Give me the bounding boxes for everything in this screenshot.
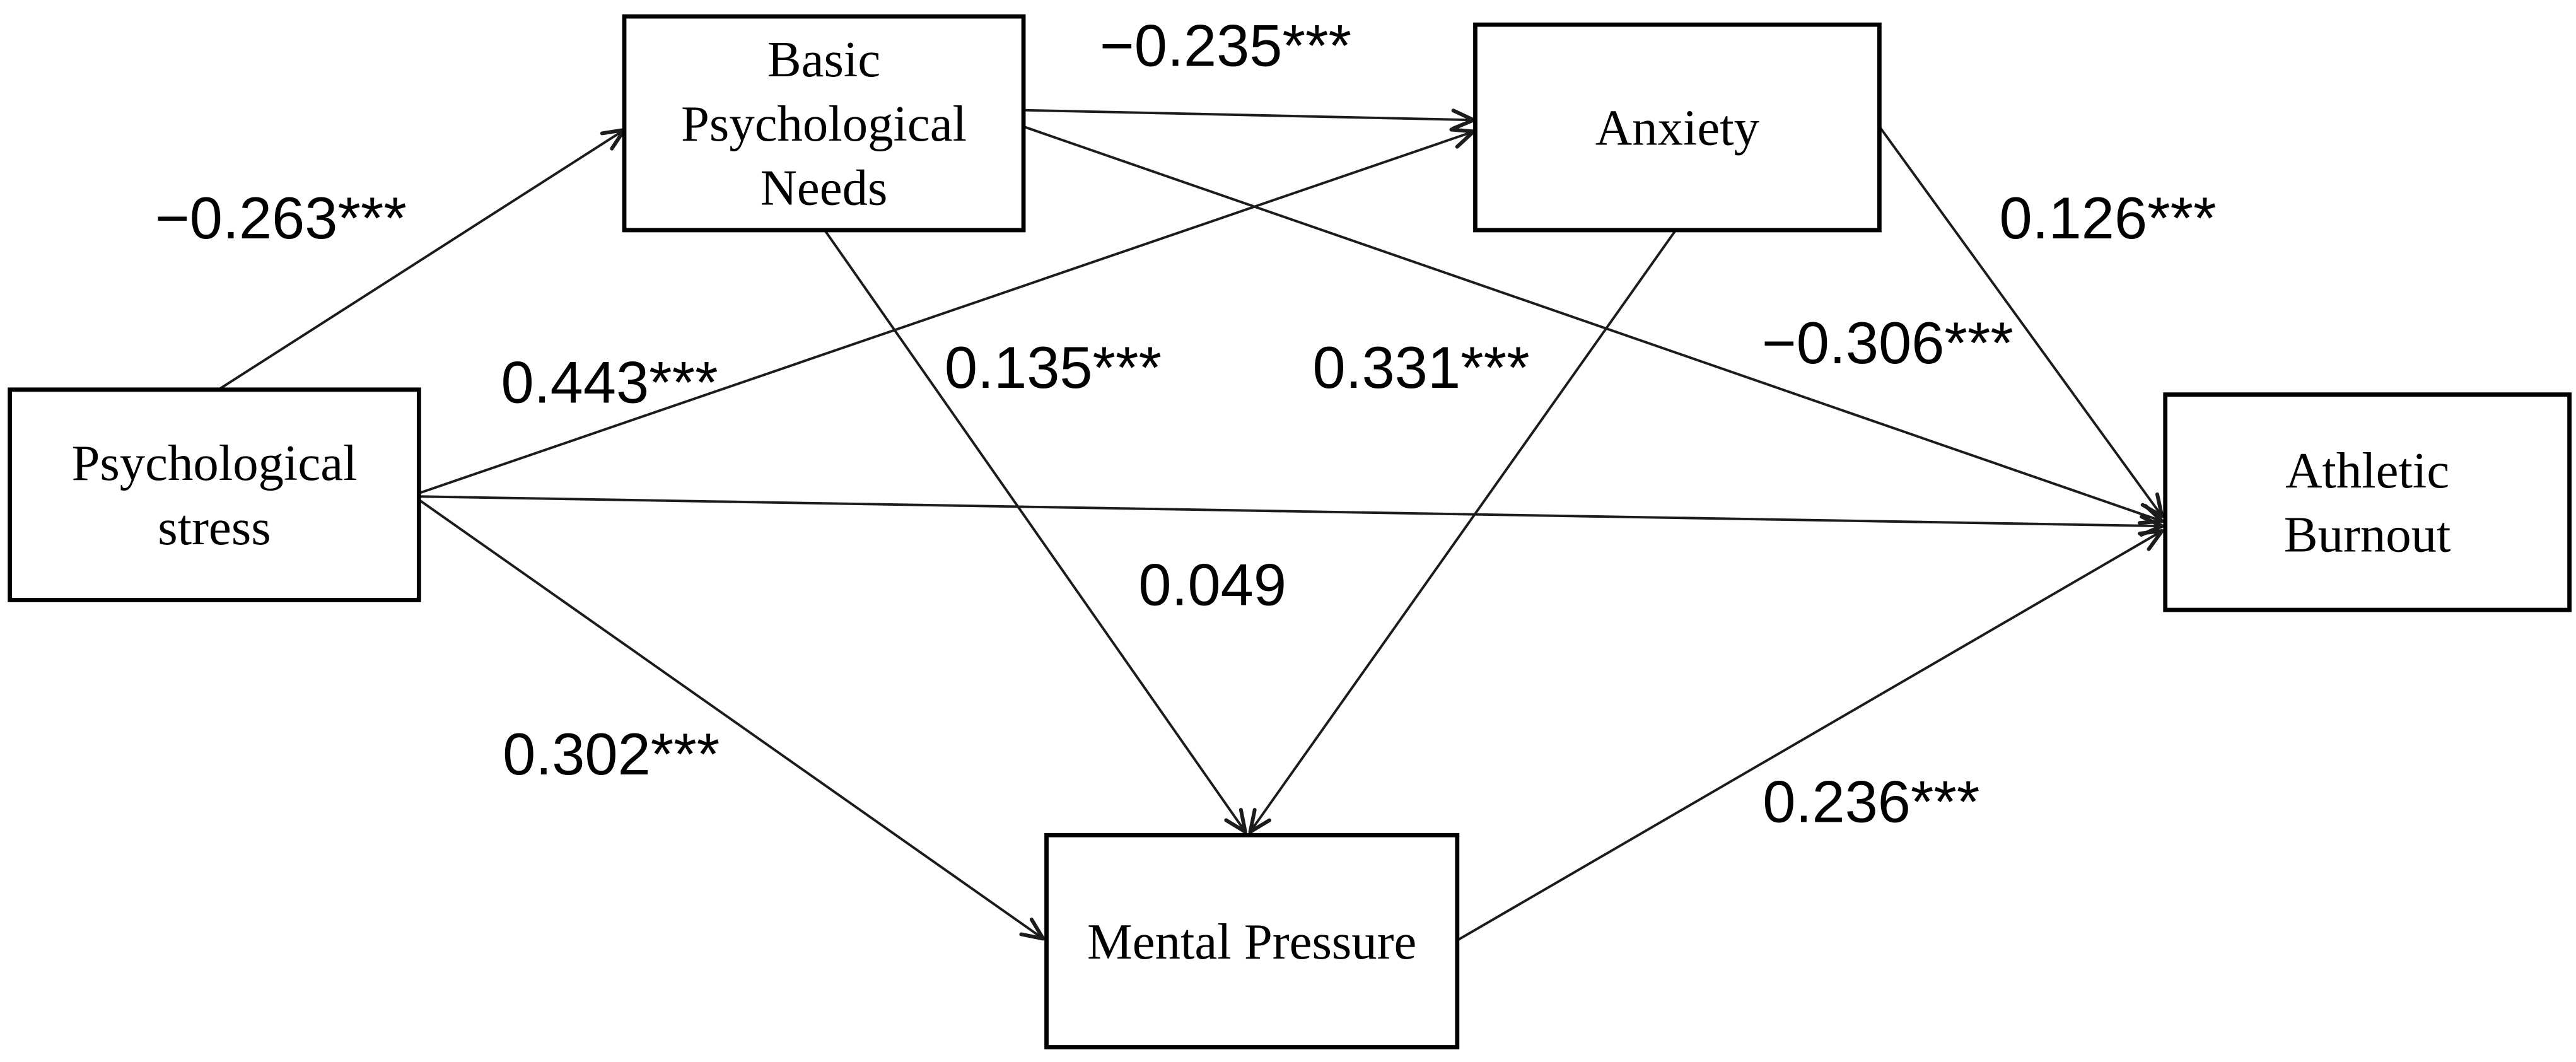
node-basic-psychological-needs-box <box>622 14 1026 233</box>
edge-psychological-stress-to-athletic-burnout-line <box>419 495 2164 537</box>
node-athletic-burnout-box <box>2163 392 2572 612</box>
node-athletic-burnout-label-line-0: Athletic <box>2285 443 2449 499</box>
node-mental-pressure: Mental Pressure <box>1044 832 1460 1049</box>
edge-basic-psychological-needs-to-anxiety-coefficient: −0.235*** <box>1100 12 1351 78</box>
node-psychological-stress-label: Psychological stress <box>71 435 357 556</box>
node-anxiety-label-line-0: Anxiety <box>1595 100 1760 156</box>
edge-basic-psychological-needs-to-athletic-burnout-line <box>1023 125 2164 525</box>
node-psychological-stress: Psychological stress <box>8 387 421 602</box>
edge-psychological-stress-to-basic-psychological-needs-line <box>218 127 626 391</box>
edge-psychological-stress-to-mental-pressure-line <box>418 498 1046 941</box>
edge-psychological-stress-to-anxiety-coefficient: 0.443*** <box>501 349 718 416</box>
edge-mental-pressure-to-athletic-burnout-line <box>1456 529 2164 942</box>
node-mental-pressure-box <box>1044 832 1460 1049</box>
edge-psychological-stress-to-anxiety-line <box>418 127 1476 494</box>
edge-anxiety-to-athletic-burnout-line <box>1878 125 2164 518</box>
node-basic-psychological-needs-label-line-0: Basic <box>767 32 880 88</box>
node-athletic-burnout-label-line-1: Burnout <box>2284 507 2451 563</box>
node-basic-psychological-needs-label-line-2: Needs <box>761 160 888 216</box>
node-basic-psychological-needs-label-line-1: Psychological <box>681 96 967 152</box>
edges-layer <box>218 108 2164 942</box>
node-anxiety: Anxiety <box>1473 22 1882 233</box>
node-anxiety-box <box>1473 22 1882 233</box>
edge-psychological-stress-to-athletic-burnout-coefficient: 0.049 <box>1138 551 1286 617</box>
edge-basic-psychological-needs-to-anxiety-line <box>1023 108 1476 131</box>
node-anxiety-label: Anxiety <box>1595 100 1760 156</box>
edge-psychological-stress-to-mental-pressure-coefficient: 0.302*** <box>503 721 720 787</box>
node-mental-pressure-label: Mental Pressure <box>1087 914 1416 970</box>
edge-anxiety-to-athletic-burnout-coefficient: 0.126*** <box>1999 185 2216 251</box>
edge-basic-psychological-needs-to-mental-pressure-line <box>824 229 1247 834</box>
node-mental-pressure-label-line-0: Mental Pressure <box>1087 914 1416 970</box>
edge-mental-pressure-to-athletic-burnout-coefficient: 0.236*** <box>1763 768 1979 834</box>
edge-basic-psychological-needs-to-athletic-burnout-coefficient: −0.306*** <box>1762 310 2014 376</box>
node-psychological-stress-label-line-1: stress <box>158 499 271 556</box>
edge-basic-psychological-needs-to-mental-pressure-coefficient: 0.135*** <box>945 334 1162 400</box>
edge-psychological-stress-to-basic-psychological-needs-coefficient: −0.263*** <box>155 185 407 251</box>
node-psychological-stress-label-line-0: Psychological <box>71 435 357 491</box>
labels-layer: −0.263*** −0.235*** 0.443*** 0.049 0.302*** 0… <box>155 12 2217 834</box>
node-psychological-stress-box <box>8 387 421 602</box>
edge-anxiety-to-mental-pressure-coefficient: 0.331*** <box>1312 334 1529 400</box>
edge-anxiety-to-mental-pressure-line <box>1248 229 1677 834</box>
